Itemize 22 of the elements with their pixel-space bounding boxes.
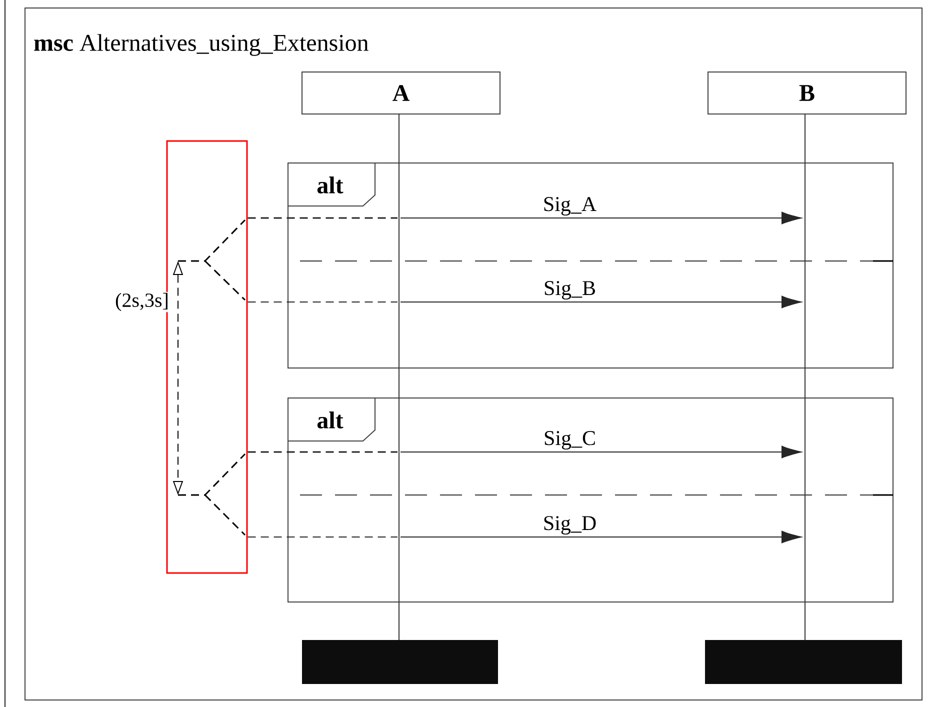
lifeline: [804, 114, 806, 640]
diagram-title: msc Alternatives_using_Extension: [34, 34, 368, 56]
instance-box: A: [302, 72, 500, 114]
message-label: Sig_A: [544, 197, 596, 216]
instance-end-bar: [705, 640, 902, 684]
message-label: Sig_D: [544, 516, 596, 534]
message-arrow: [400, 530, 802, 544]
instance-box: B: [708, 72, 906, 114]
highlight-frame: [166, 140, 248, 574]
time-constraint-label: (2s,3s]: [116, 292, 168, 312]
message-arrow: [400, 446, 802, 458]
message-label: Sig_C: [544, 431, 595, 450]
lifeline: [398, 114, 400, 640]
instance-end-bar: [302, 640, 498, 684]
fragment-tab: alt: [288, 398, 376, 442]
extension-line: [247, 536, 398, 538]
message-label: Sig_B: [544, 281, 595, 300]
message-arrow: [400, 296, 802, 308]
message-arrow: [400, 212, 802, 224]
fragment-tab: alt: [288, 162, 376, 206]
extension-line: [248, 217, 398, 219]
extension-line: [248, 451, 398, 453]
